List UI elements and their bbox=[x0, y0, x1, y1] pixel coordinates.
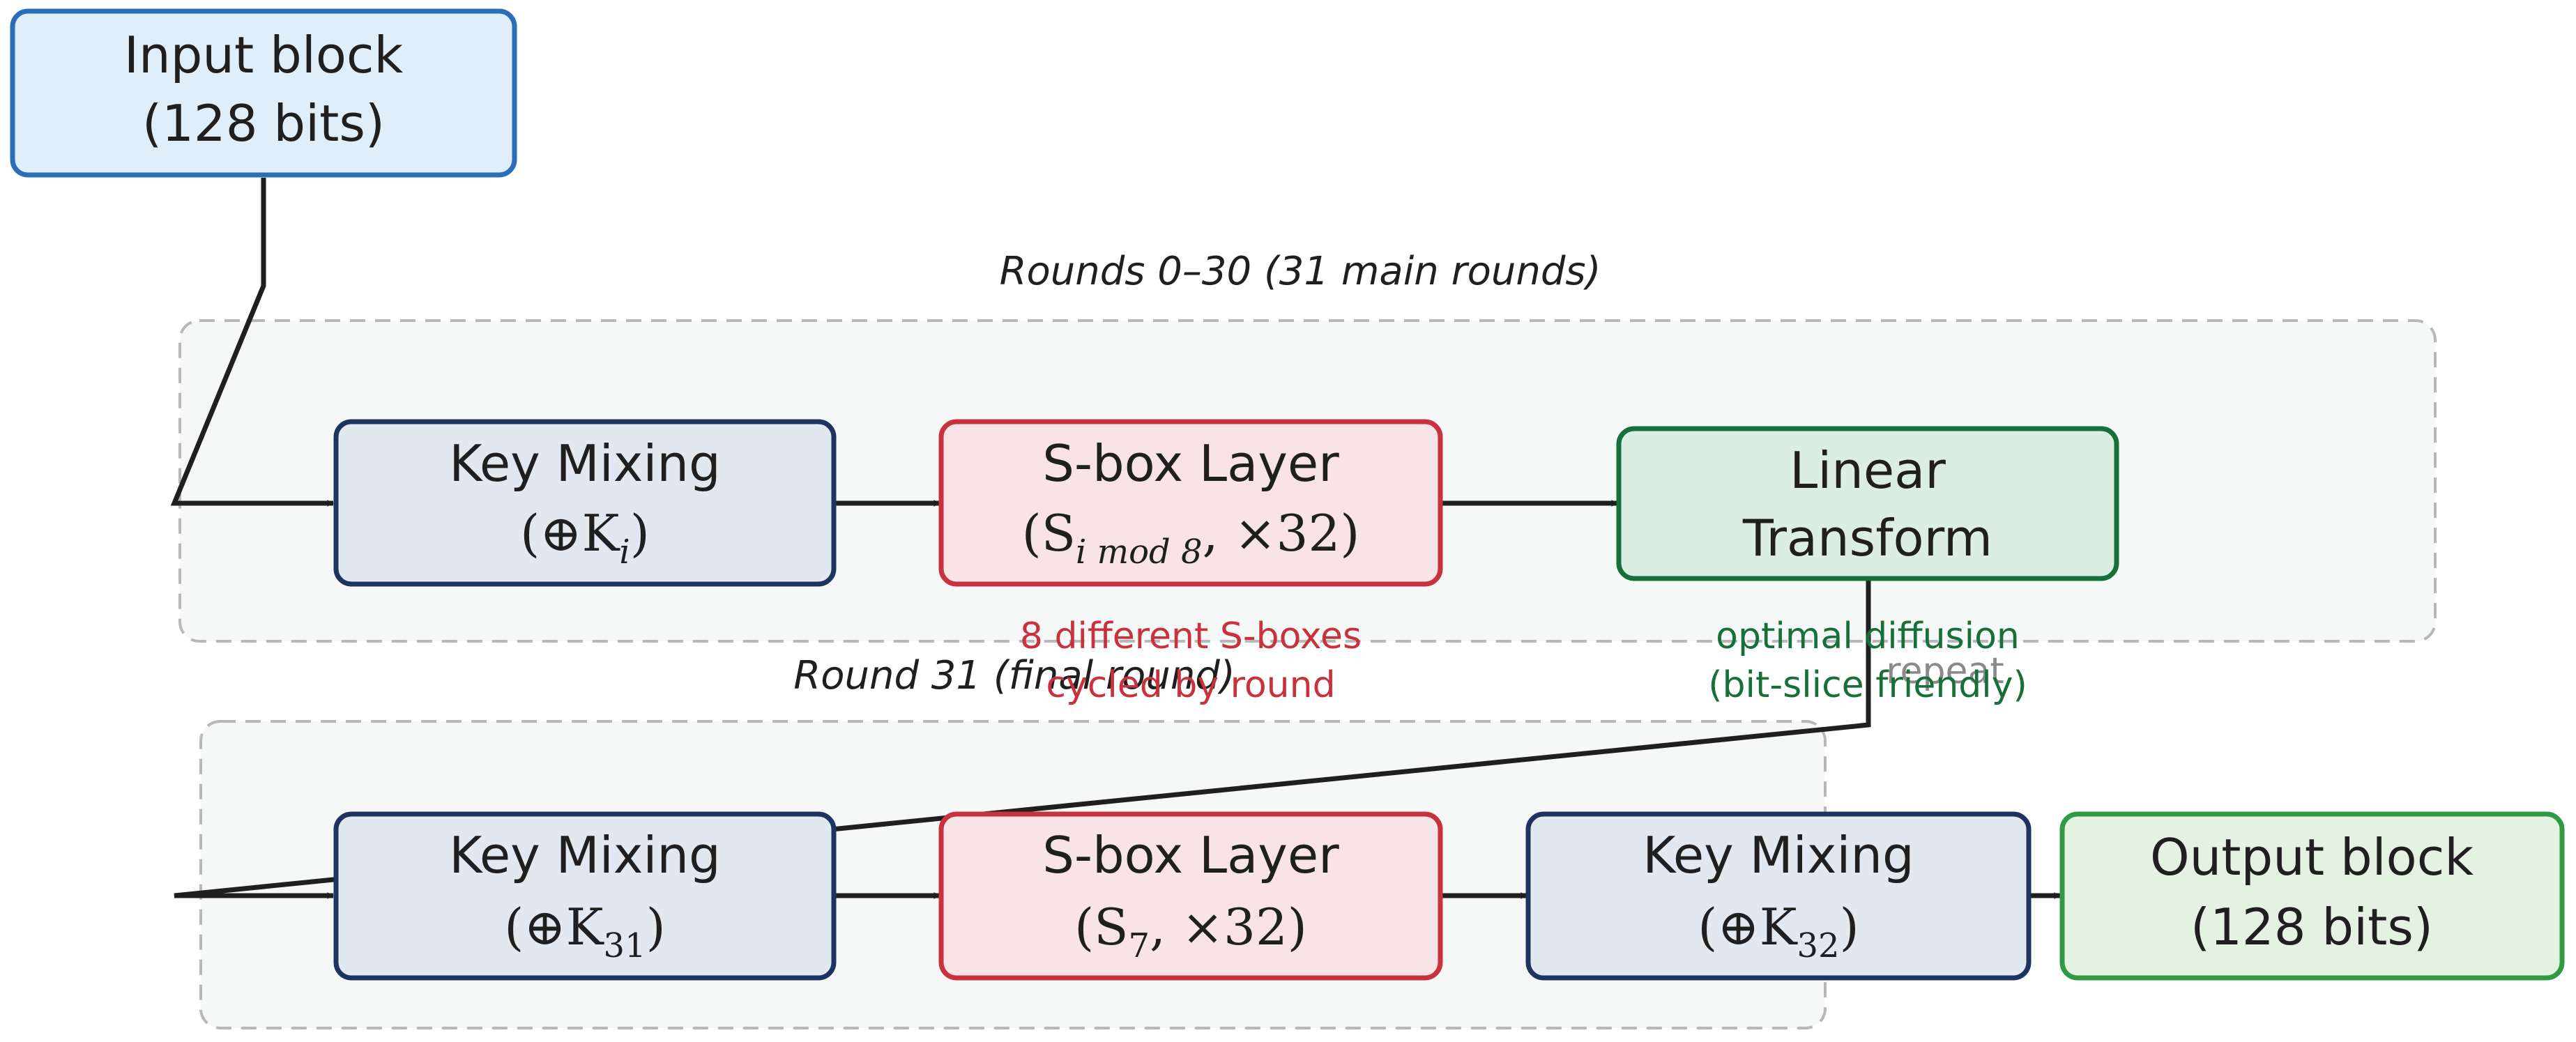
final-sbox-layer-box: S-box Layer (S7, ×32) bbox=[938, 811, 1443, 981]
final-sbox-layer-title: S-box Layer bbox=[1042, 826, 1339, 884]
final-key-mixing-title: Key Mixing bbox=[449, 826, 721, 884]
sbox-layer-box: S-box Layer (Si mod 8, ×32) bbox=[938, 419, 1443, 587]
final-key-mixing-box: Key Mixing (⊕K31) bbox=[333, 811, 837, 981]
final-key-mixing-formula: (⊕K31) bbox=[504, 898, 665, 965]
linear-transform-line-2: Transform bbox=[1742, 509, 1992, 567]
last-key-mixing-title: Key Mixing bbox=[1643, 826, 1914, 884]
repeat-loop-arrow bbox=[174, 580, 1871, 899]
input-to-key-mixing-arrow bbox=[170, 178, 334, 507]
input-block-title: Input block bbox=[124, 26, 404, 84]
final-round-label: Round 31 (final round) bbox=[793, 653, 1235, 698]
key-mixing-box: Key Mixing (⊕Ki) bbox=[333, 419, 837, 587]
input-block: Input block (128 bits) bbox=[10, 8, 517, 178]
input-block-size: (128 bits) bbox=[142, 94, 385, 153]
linear-transform-line-1: Linear bbox=[1790, 441, 1946, 500]
last-key-mixing-box: Key Mixing (⊕K32) bbox=[1525, 811, 2032, 981]
linear-note-line-1: optimal diffusion bbox=[1716, 615, 2020, 657]
last-key-mixing-formula: (⊕K32) bbox=[1698, 898, 1859, 965]
repeat-note: repeat bbox=[1886, 650, 2004, 692]
output-block-size: (128 bits) bbox=[2190, 898, 2433, 956]
sbox-note-line-1: 8 different S-boxes bbox=[1020, 615, 1362, 657]
main-rounds-label: Rounds 0–30 (31 main rounds) bbox=[1000, 249, 1601, 294]
sbox-note-line-2: cycled by round bbox=[1046, 664, 1335, 706]
final-sbox-layer-formula: (S7, ×32) bbox=[1074, 898, 1307, 965]
sbox-layer-formula: (Si mod 8, ×32) bbox=[1022, 504, 1360, 572]
output-block: Output block (128 bits) bbox=[2059, 811, 2565, 981]
linear-transform-box: Linear Transform bbox=[1616, 426, 2119, 581]
sbox-layer-title: S-box Layer bbox=[1042, 434, 1339, 493]
linear-note-line-2: (bit-slice friendly) bbox=[1708, 664, 2027, 706]
output-block-title: Output block bbox=[2150, 828, 2474, 887]
sbox-note: 8 different S-boxes cycled by round bbox=[1020, 615, 1362, 706]
key-mixing-formula: (⊕Ki) bbox=[520, 504, 650, 572]
linear-note: optimal diffusion (bit-slice friendly) bbox=[1708, 615, 2027, 706]
key-mixing-title: Key Mixing bbox=[449, 434, 721, 493]
connectors bbox=[170, 178, 2061, 899]
